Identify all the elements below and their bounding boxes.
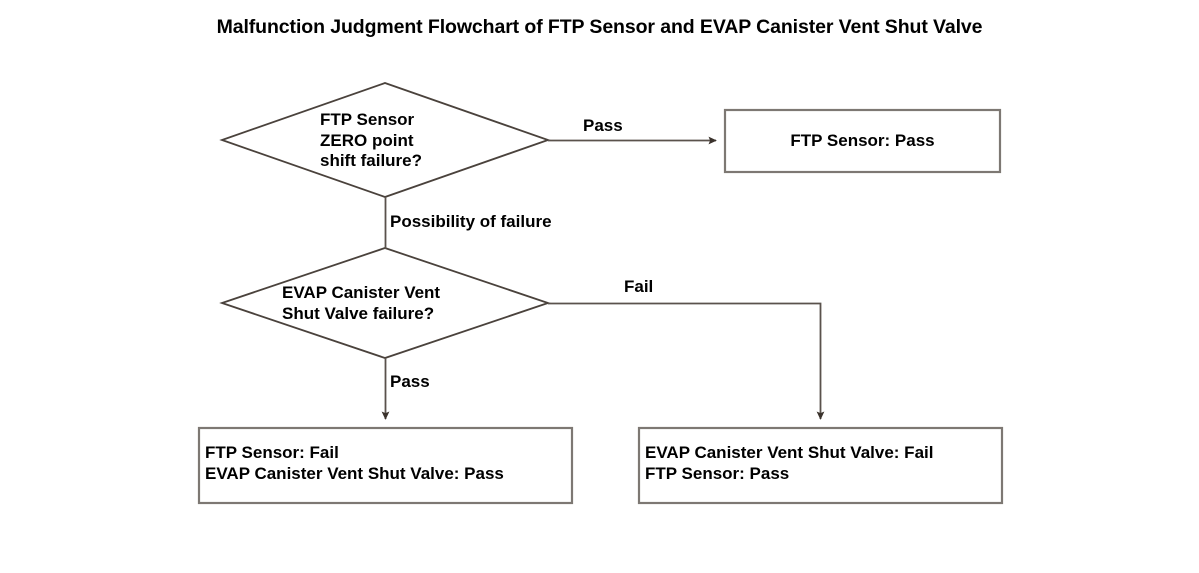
result-ftp-fail-line1: FTP Sensor: Fail <box>205 443 339 462</box>
result-ftp-fail-shape[interactable] <box>197 426 574 505</box>
decision-evap-valve-line1: EVAP Canister Vent <box>282 283 441 302</box>
edge-label-possibility-of-failure: Possibility of failure <box>390 212 552 231</box>
result-evap-fail-line2: FTP Sensor: Pass <box>645 463 790 483</box>
result-evap-fail-line1: EVAP Canister Vent Shut Valve: Fail <box>645 443 934 462</box>
edge-evap-fail <box>548 302 825 420</box>
result-evap-fail-shape[interactable] <box>637 426 1004 505</box>
result-ftp-pass-label: FTP Sensor: Pass <box>725 131 1000 152</box>
page-title: Malfunction Judgment Flowchart of FTP Se… <box>216 16 983 38</box>
result-ftp-fail-line2: EVAP Canister Vent Shut Valve: Pass <box>205 463 504 483</box>
decision-ftp-sensor-line1: FTP Sensor <box>320 110 415 129</box>
edge-label-evap-pass: Pass <box>390 372 430 391</box>
edge-label-ftp-pass: Pass <box>583 116 623 135</box>
decision-ftp-sensor-line2: ZERO point <box>320 130 414 150</box>
edge-label-evap-fail: Fail <box>624 277 654 296</box>
decision-evap-valve-line2: Shut Valve failure? <box>282 303 435 323</box>
decision-ftp-sensor-line3: shift failure? <box>320 151 423 170</box>
result-ftp-pass-line1: FTP Sensor: Pass <box>790 131 935 150</box>
result-ftp-pass-shape[interactable] <box>723 108 1002 174</box>
